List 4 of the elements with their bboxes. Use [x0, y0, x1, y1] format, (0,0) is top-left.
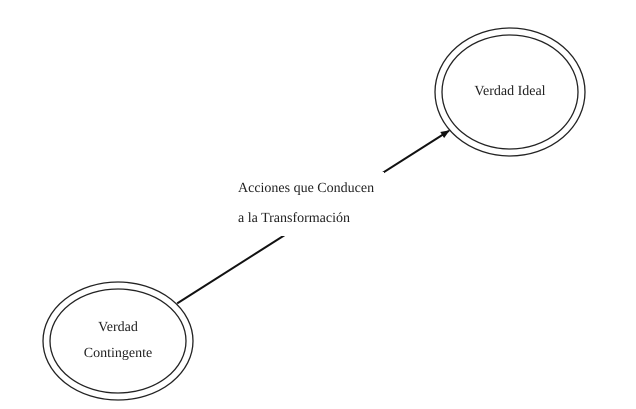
node-label: Verdad Contingente — [82, 319, 154, 363]
double-ellipse — [434, 27, 586, 157]
double-ellipse — [42, 281, 194, 401]
node-label: Verdad Ideal — [473, 83, 547, 101]
